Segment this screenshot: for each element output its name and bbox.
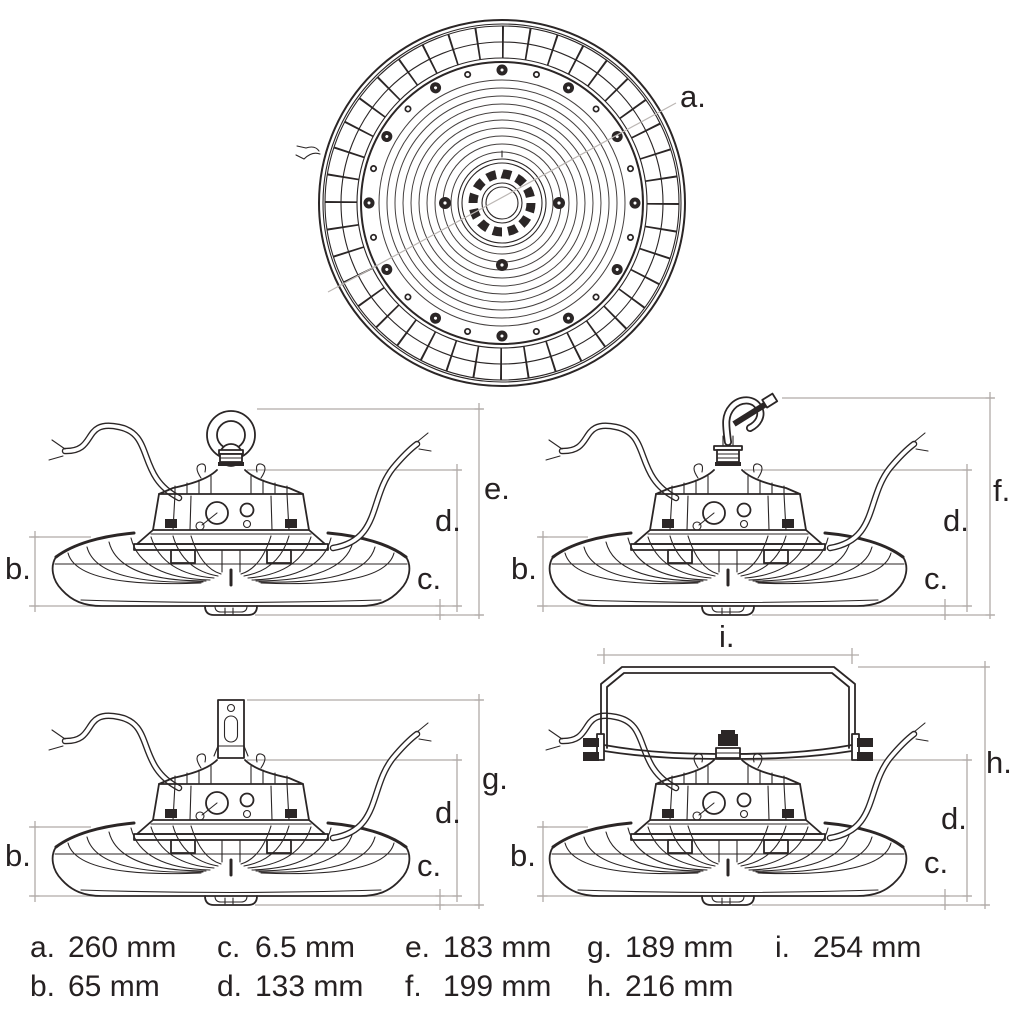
u-bracket-mount [583, 666, 873, 761]
dim-label-i: i. [719, 619, 735, 654]
dimension-lines [29, 403, 484, 620]
legend-item: d.133 mm [217, 970, 363, 1003]
dimension-lines [29, 694, 484, 910]
dim-label-b: b. [510, 838, 536, 873]
dim-label-d: d. [435, 503, 461, 538]
dim-label-d: d. [435, 795, 461, 830]
dim-label-c: c. [924, 845, 948, 880]
side-view-hook: f. d. c. b. [511, 392, 1010, 620]
dim-label-d: d. [943, 503, 969, 538]
legend-item: b.65 mm [30, 970, 160, 1003]
top-view: a. [295, 19, 706, 387]
dim-label-b: b. [5, 551, 31, 586]
lens-grooves [378, 79, 626, 327]
legend-item: h.216 mm [587, 970, 733, 1003]
callout-a-label: a. [680, 79, 706, 114]
dim-label-c: c. [417, 848, 441, 883]
dim-label-h: h. [986, 745, 1012, 780]
dim-label-g: g. [482, 761, 508, 796]
side-view-u-bracket: i. h. d. c. b. [510, 619, 1012, 910]
heatsink-fin-ring [318, 19, 686, 387]
callout-a-leader [327, 102, 677, 293]
side-view-eyebolt: e. d. c. b. [5, 403, 510, 620]
dim-label-c: c. [417, 561, 441, 596]
legend-item: f.199 mm [405, 970, 551, 1003]
legend-item: g.189 mm [587, 931, 733, 964]
dim-label-c: c. [924, 561, 948, 596]
legend-item: i.254 mm [775, 931, 921, 964]
legend-item: a.260 mm [30, 931, 176, 964]
bolt-circle [363, 64, 641, 342]
eyebolt-mount [206, 410, 256, 467]
legend-item: e.183 mm [405, 931, 551, 964]
dim-label-f: f. [993, 473, 1010, 508]
dimension-lines [537, 392, 995, 620]
dim-label-e: e. [484, 471, 510, 506]
legend-item: c.6.5 mm [217, 931, 355, 964]
dim-label-d: d. [941, 801, 967, 836]
top-view-pigtail [295, 145, 321, 160]
centre-hub [439, 150, 565, 271]
side-view-bracket: g. d. c. b. [5, 694, 508, 910]
dim-label-b: b. [511, 551, 537, 586]
bracket-mount [213, 699, 249, 759]
dim-label-b: b. [5, 838, 31, 873]
hook-mount [713, 392, 779, 466]
legend: a.260 mm b.65 mm c.6.5 mm d.133 mm e.183… [30, 931, 921, 1003]
